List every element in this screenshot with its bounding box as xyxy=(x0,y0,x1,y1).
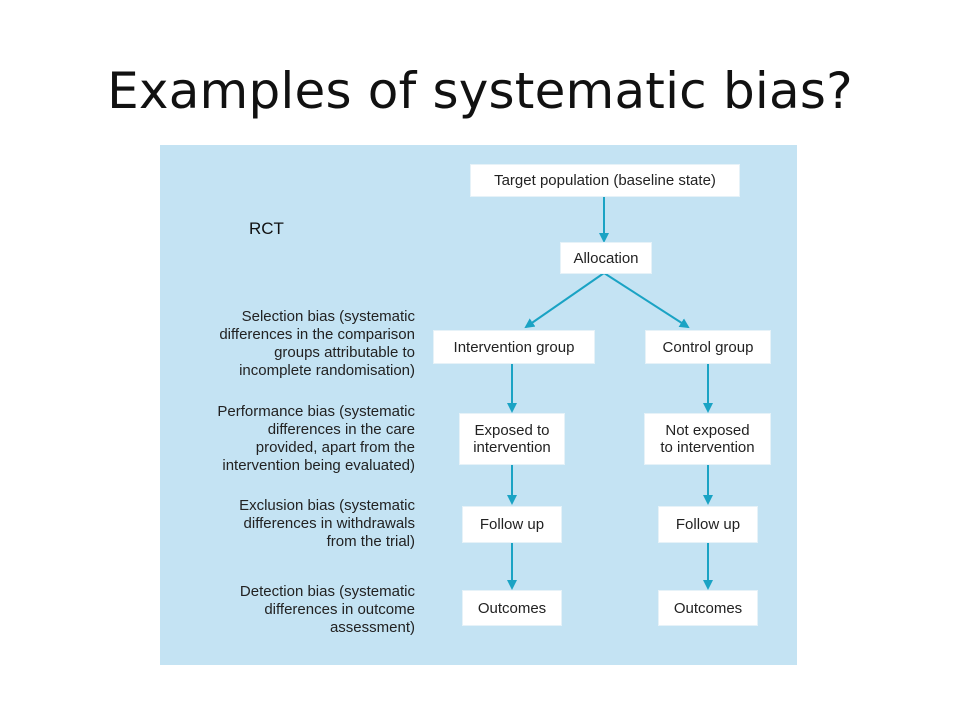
follow-up-right-box: Follow up xyxy=(659,507,757,542)
control-group-box: Control group xyxy=(646,331,770,363)
slide-title: Examples of systematic bias? xyxy=(107,62,853,120)
arrows-layer xyxy=(507,197,713,590)
detection-bias-label: Detection bias (systematic differences i… xyxy=(239,583,415,636)
outcomes-left-box: Outcomes xyxy=(463,591,561,625)
exclusion-bias-label: Exclusion bias (systematic differences i… xyxy=(239,497,415,550)
selection-bias-label: Selection bias (systematic differences i… xyxy=(219,308,415,379)
arrow-allocation-to-intervention xyxy=(524,272,605,329)
exposed-box: Exposed to intervention xyxy=(460,414,564,464)
target-population-box: Target population (baseline state) xyxy=(471,165,739,196)
rct-label: RCT xyxy=(249,219,284,238)
allocation-box: Allocation xyxy=(561,243,651,273)
diagram-panel: RCT Selection bias (systematic differenc… xyxy=(160,145,797,665)
not-exposed-box: Not exposed to intervention xyxy=(645,414,770,464)
intervention-group-box: Intervention group xyxy=(434,331,594,363)
outcomes-right-box: Outcomes xyxy=(659,591,757,625)
arrow-allocation-to-control xyxy=(603,272,690,329)
follow-up-left-box: Follow up xyxy=(463,507,561,542)
performance-bias-label: Performance bias (systematic differences… xyxy=(217,403,415,474)
